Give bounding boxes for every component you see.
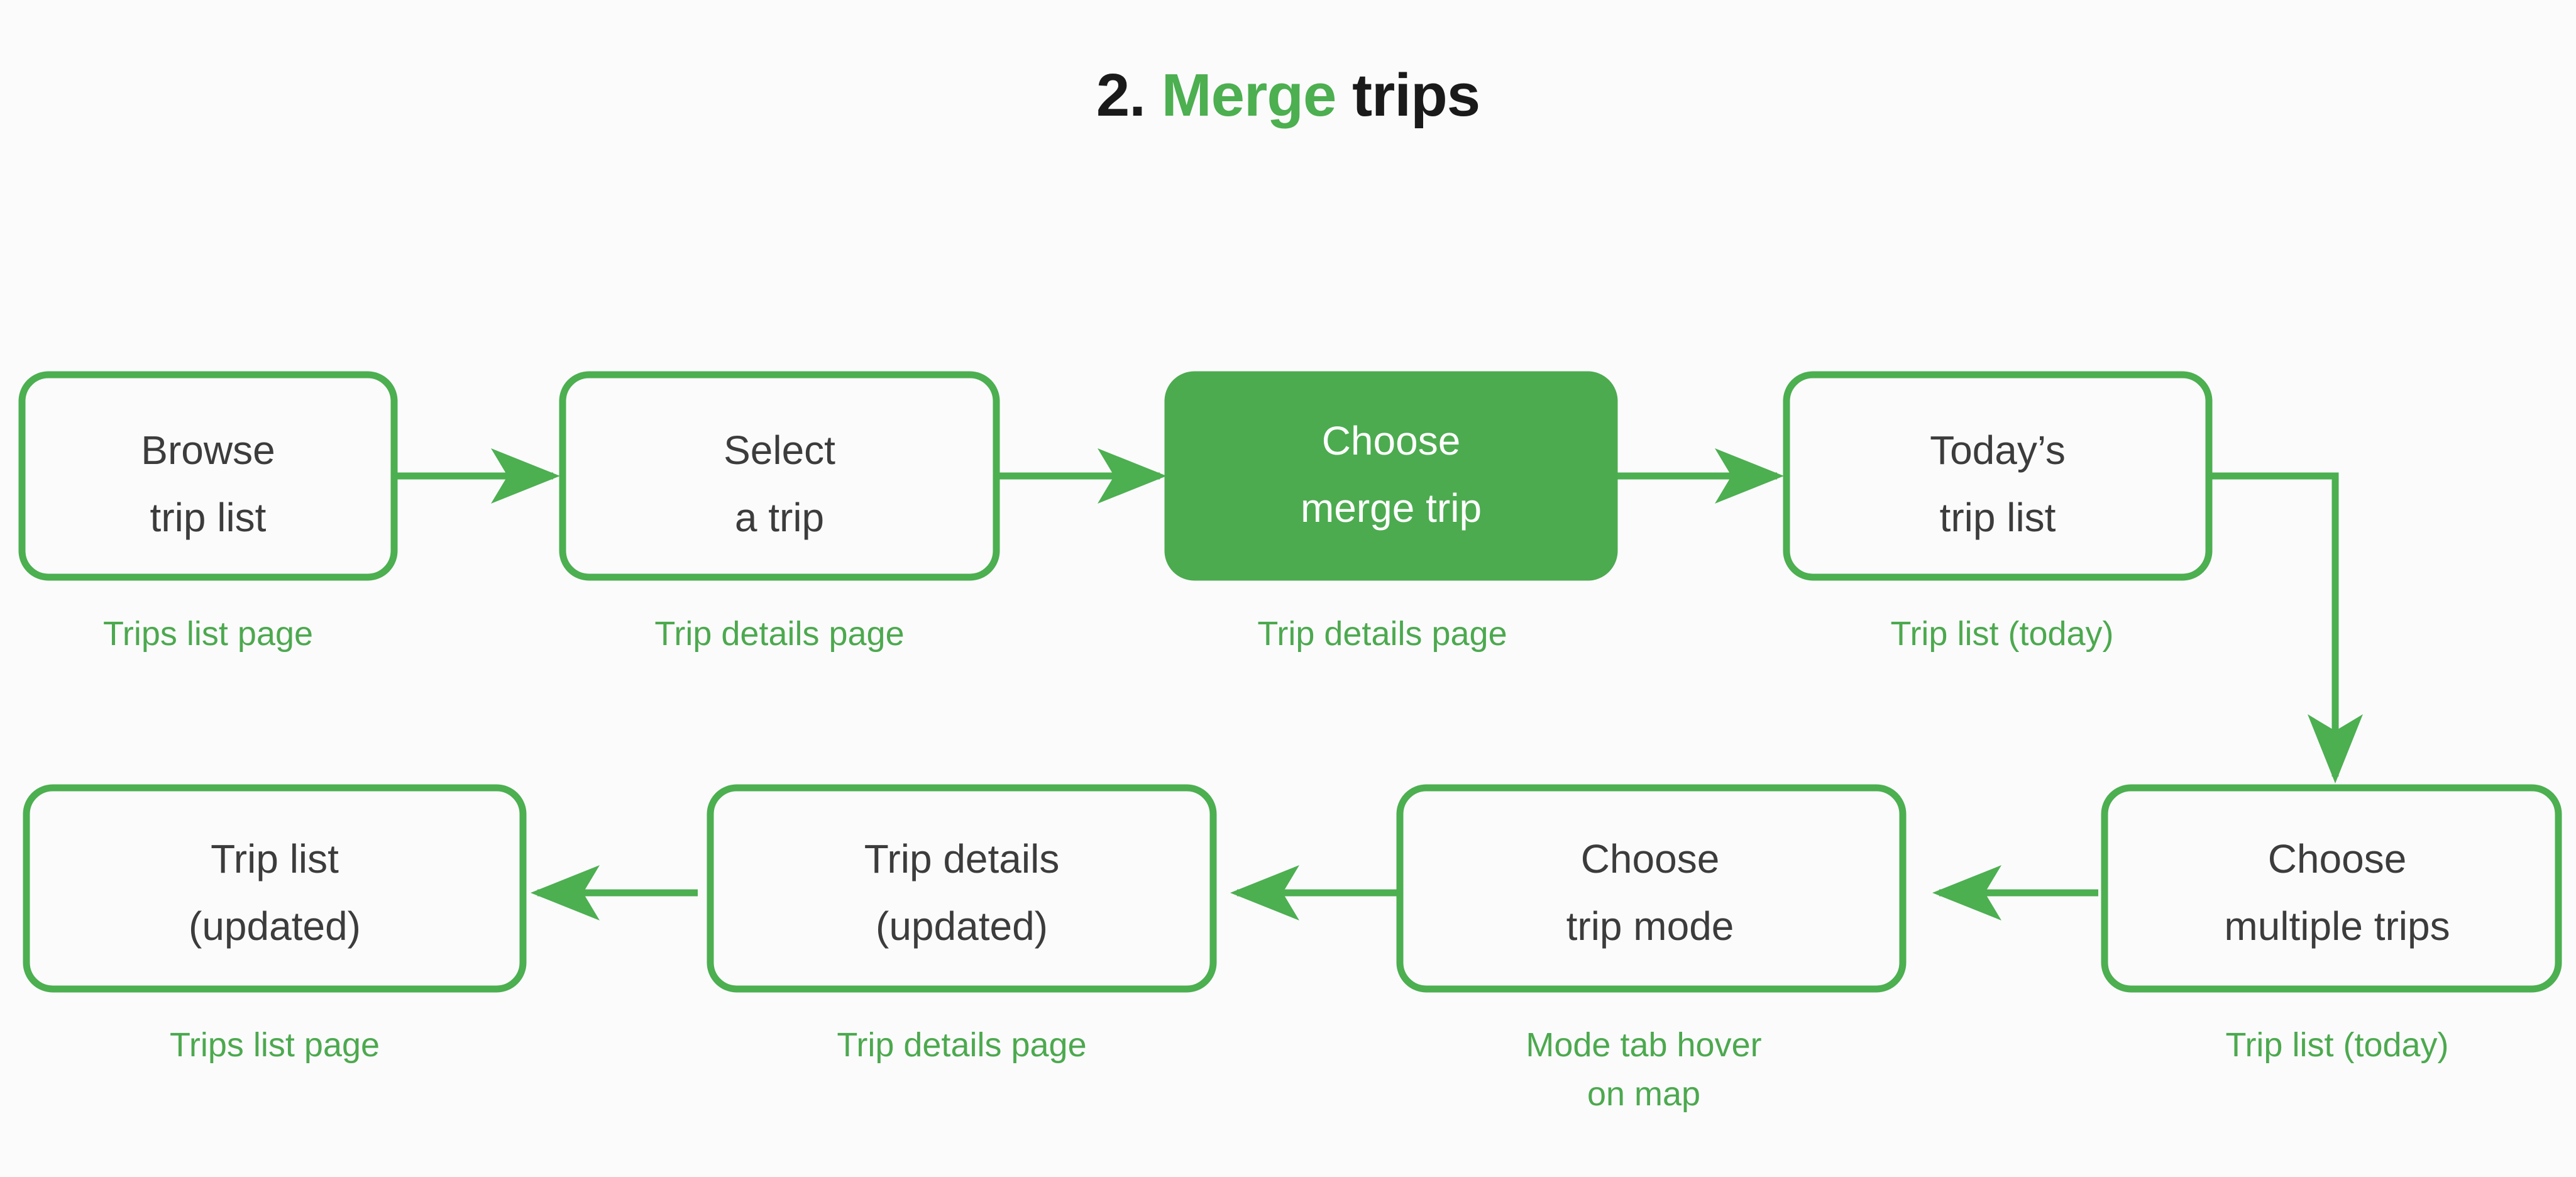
node-label-line2: (updated) <box>189 903 361 949</box>
node-label-line1: Today’s <box>1930 428 2066 473</box>
node-caption: Mode tab hover <box>1526 1026 1761 1064</box>
page-title-rest: trips <box>1352 62 1480 129</box>
node-label-line1: Choose <box>1581 836 1720 881</box>
node-box[interactable] <box>2101 784 2562 993</box>
node-label-line1: Select <box>724 428 835 473</box>
node-label-line1: Browse <box>141 428 275 473</box>
node-label-line2: a trip <box>735 495 824 540</box>
node-box[interactable] <box>23 784 527 993</box>
page-title-number: 2. <box>1096 62 1146 129</box>
node-caption-line2: on map <box>1587 1075 1700 1113</box>
node-box[interactable] <box>1396 784 1907 993</box>
node-trip-details-updated[interactable]: Trip details (updated) Trip details page <box>707 784 1217 1064</box>
node-caption: Trip list (today) <box>2225 1026 2448 1064</box>
node-box[interactable] <box>18 371 398 581</box>
node-box-highlighted[interactable] <box>1164 371 1618 581</box>
node-browse-trip-list[interactable]: Browse trip list Trips list page <box>18 371 398 653</box>
node-choose-merge-trip[interactable]: Choose merge trip Trip details page <box>1164 371 1618 653</box>
node-label-line1: Trip list <box>211 836 339 881</box>
node-caption: Trip list (today) <box>1890 615 2113 653</box>
node-trip-list-updated[interactable]: Trip list (updated) Trips list page <box>23 784 527 1064</box>
node-label-line1: Trip details <box>864 836 1060 881</box>
node-caption: Trip details page <box>654 615 904 653</box>
node-choose-multiple-trips[interactable]: Choose multiple trips Trip list (today) <box>2101 784 2562 1064</box>
node-choose-trip-mode[interactable]: Choose trip mode Mode tab hover on map <box>1396 784 1907 1113</box>
node-label-line2: trip list <box>1940 495 2056 540</box>
node-label-line2: multiple trips <box>2224 903 2450 949</box>
node-label-line1: Choose <box>1322 418 1461 463</box>
node-box[interactable] <box>559 371 1000 581</box>
node-box[interactable] <box>707 784 1217 993</box>
node-label-line2: trip mode <box>1566 903 1734 949</box>
node-label-line2: merge trip <box>1301 485 1482 531</box>
node-label-line2: trip list <box>150 495 267 540</box>
node-caption: Trips list page <box>170 1026 380 1064</box>
node-caption: Trips list page <box>103 615 313 653</box>
connector-today-to-choose-multiple <box>2210 472 2363 783</box>
node-caption: Trip details page <box>837 1026 1086 1064</box>
node-label-line1: Choose <box>2268 836 2407 881</box>
node-caption: Trip details page <box>1257 615 1507 653</box>
node-select-a-trip[interactable]: Select a trip Trip details page <box>559 371 1000 653</box>
node-label-line2: (updated) <box>876 903 1048 949</box>
page-title-accent-word: Merge <box>1161 62 1337 129</box>
page-title: 2. Merge trips <box>0 65 2576 126</box>
node-todays-trip-list[interactable]: Today’s trip list Trip list (today) <box>1783 371 2213 653</box>
node-box[interactable] <box>1783 371 2213 581</box>
